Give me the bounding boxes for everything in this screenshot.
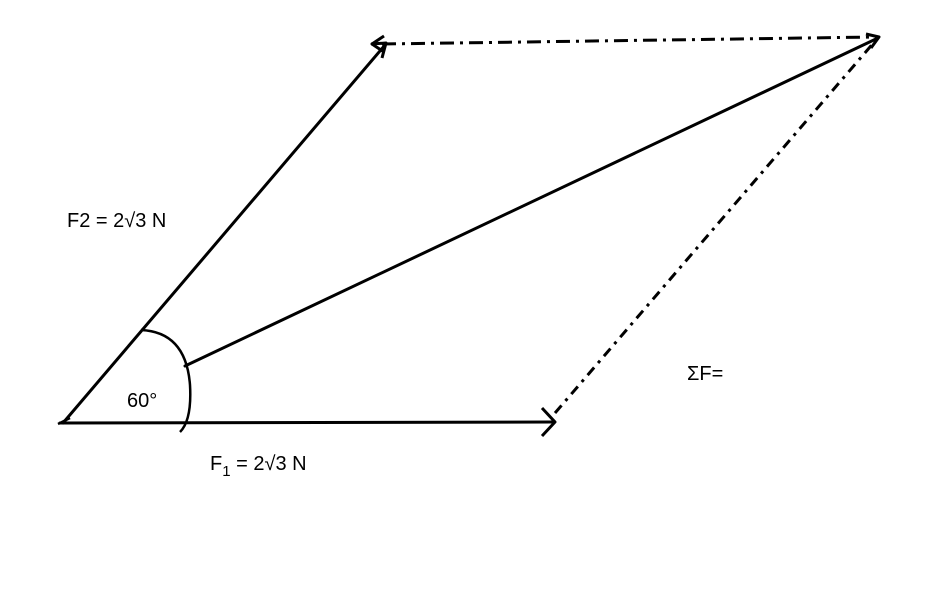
sum-force-label: ΣF= <box>687 363 723 385</box>
f1-label-main: F <box>210 453 222 475</box>
f1-vector-line <box>58 420 555 425</box>
f2-label: F2 = 2√3 N <box>67 210 166 232</box>
dashed-right-side <box>553 39 878 414</box>
resultant-arrowhead <box>865 32 881 49</box>
angle-arc <box>140 328 192 433</box>
f1-label: F1 = 2√3 N <box>210 453 307 480</box>
dashed-top-arrowhead <box>370 34 385 54</box>
f2-vector-line <box>61 43 387 425</box>
f1-label-rest: = 2√3 N <box>231 453 307 475</box>
angle-label: 60° <box>127 390 157 412</box>
resultant-vector-line <box>183 36 880 368</box>
dashed-top-side <box>381 35 877 46</box>
origin-mark <box>57 416 71 426</box>
f1-arrowhead <box>540 406 557 438</box>
f1-label-subscript: 1 <box>222 463 230 480</box>
